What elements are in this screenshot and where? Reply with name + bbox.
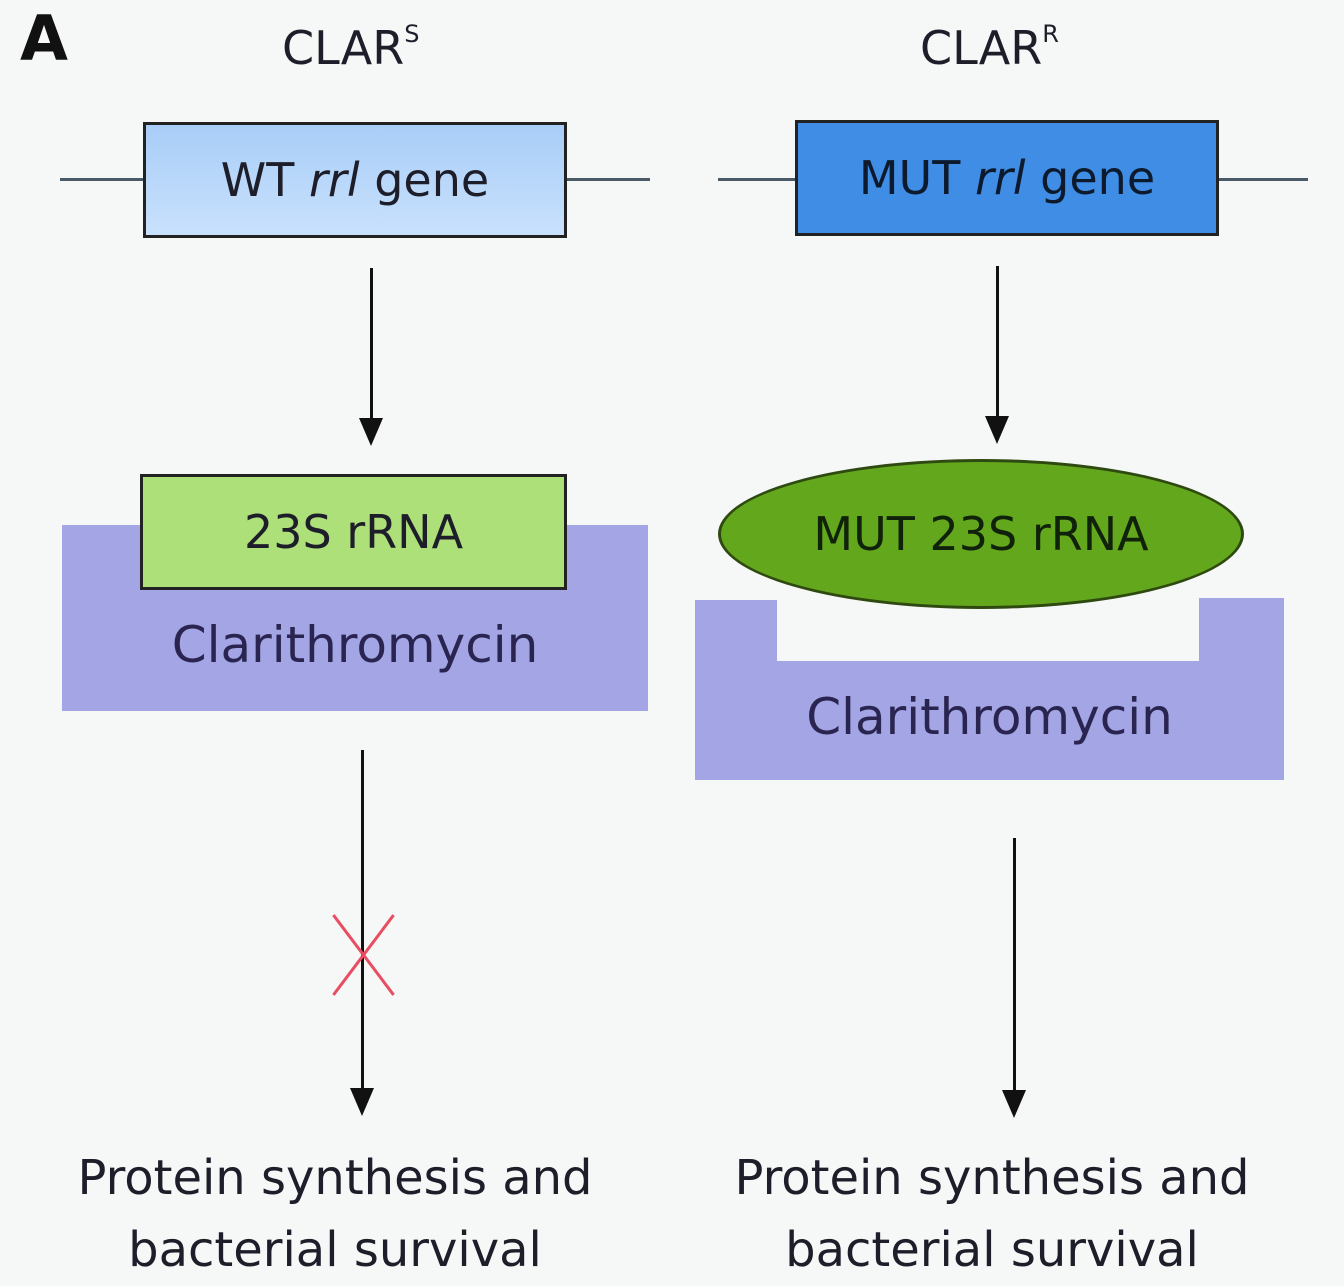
right-gene-box: MUT rrl gene [795, 120, 1219, 236]
left-outcome-line2: bacterial survival [128, 1222, 542, 1278]
right-rrna-ellipse: MUT 23S rRNA [718, 459, 1244, 609]
left-rrna-box: 23S rRNA [140, 474, 567, 590]
right-gene-suffix: gene [1040, 151, 1156, 205]
left-arrow-2-head [350, 1088, 374, 1116]
right-rrna-label: MUT 23S rRNA [813, 507, 1149, 561]
left-gene-suffix: gene [374, 153, 490, 207]
block-x-icon [326, 905, 402, 1005]
left-gene-box: WT rrl gene [143, 122, 567, 238]
left-gene-prefix: WT [220, 153, 295, 207]
right-gene-prefix: MUT [858, 151, 961, 205]
right-title-main: CLAR [920, 21, 1043, 75]
left-condition-title: CLARS [282, 22, 419, 71]
right-drug-label: Clarithromycin [806, 688, 1173, 746]
right-outcome-line1: Protein synthesis and [734, 1150, 1250, 1206]
right-arrow-2-shaft [1013, 838, 1016, 1092]
left-arrow-2-shaft [361, 750, 364, 1090]
left-rrna-label: 23S rRNA [243, 505, 464, 559]
right-arrow-2-head [1002, 1090, 1026, 1118]
right-arrow-1-shaft [996, 266, 999, 418]
right-arrow-1-head [985, 416, 1009, 444]
left-arrow-1-shaft [370, 268, 373, 420]
left-drug-label: Clarithromycin [171, 616, 539, 674]
right-title-superscript: R [1042, 20, 1059, 48]
left-arrow-1-head [359, 418, 383, 446]
left-outcome-line1: Protein synthesis and [77, 1150, 593, 1206]
left-outcome: Protein synthesis and bacterial survival [35, 1142, 635, 1286]
right-condition-title: CLARR [920, 22, 1059, 71]
left-gene-italic: rrl [309, 153, 360, 207]
left-title-main: CLAR [282, 21, 405, 75]
panel-label: A [20, 2, 68, 75]
right-drug-block [695, 598, 1284, 780]
left-title-superscript: S [404, 20, 420, 48]
right-outcome: Protein synthesis and bacterial survival [692, 1142, 1292, 1286]
right-gene-italic: rrl [974, 151, 1026, 205]
right-outcome-line2: bacterial survival [785, 1222, 1199, 1278]
